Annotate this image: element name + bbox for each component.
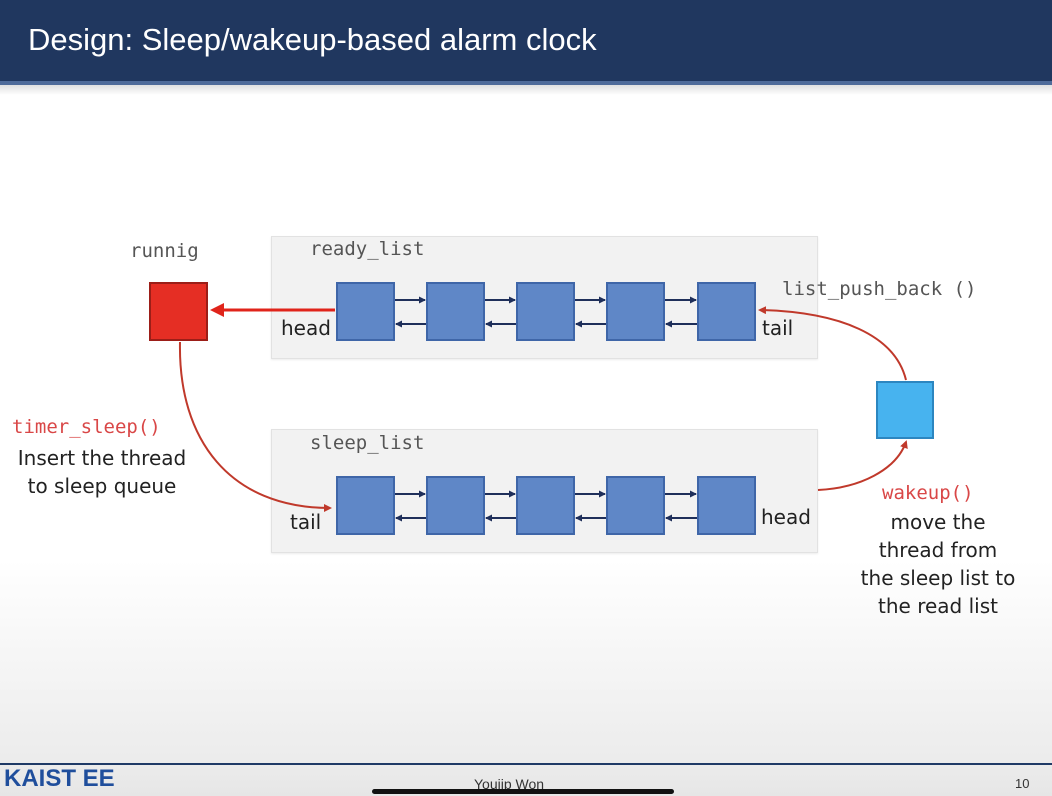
ready-list-node-1 xyxy=(336,282,395,341)
waking-thread-node xyxy=(876,381,934,439)
home-indicator-bar[interactable] xyxy=(372,789,674,794)
title-bar: Design: Sleep/wakeup-based alarm clock xyxy=(0,0,1052,85)
sleep-list-node-3 xyxy=(516,476,575,535)
ready-list-label: ready_list xyxy=(310,238,425,260)
push-back-arrow xyxy=(758,306,907,381)
ready-head-label: head xyxy=(281,316,331,340)
wakeup-arrow xyxy=(817,440,908,491)
running-label: runnig xyxy=(130,240,199,262)
slide-title: Design: Sleep/wakeup-based alarm clock xyxy=(28,22,597,57)
sleep-list-label: sleep_list xyxy=(310,432,425,454)
title-shadow xyxy=(0,85,1052,95)
push-back-call-label: list_push_back () xyxy=(782,278,977,300)
timer-sleep-arrow xyxy=(178,341,332,512)
ready-list-node-2 xyxy=(426,282,485,341)
sleep-list-node-2 xyxy=(426,476,485,535)
ready-tail-label: tail xyxy=(762,316,794,340)
ready-list-links xyxy=(395,296,697,328)
sleep-list-node-1 xyxy=(336,476,395,535)
timer-sleep-description: Insert the thread to sleep queue xyxy=(17,446,187,498)
sleep-list-node-4 xyxy=(606,476,665,535)
footer-divider xyxy=(0,763,1052,765)
wakeup-description: move the thread from the sleep list to t… xyxy=(860,510,1016,618)
kaist-ee-logo: KAIST EE xyxy=(4,765,115,792)
author-name: Youjip Won xyxy=(474,776,545,792)
timer-sleep-call-label: timer_sleep() xyxy=(12,416,161,438)
wakeup-call-label: wakeup() xyxy=(882,482,974,504)
ready-list-node-3 xyxy=(516,282,575,341)
ready-list-node-4 xyxy=(606,282,665,341)
ready-list-node-5 xyxy=(697,282,756,341)
running-thread-node xyxy=(149,282,208,341)
sleep-list-links xyxy=(395,490,697,522)
page-number: 10 xyxy=(1015,776,1030,791)
sleep-head-label: head xyxy=(761,505,811,529)
sleep-list-node-5 xyxy=(697,476,756,535)
sleep-tail-label: tail xyxy=(290,510,322,534)
